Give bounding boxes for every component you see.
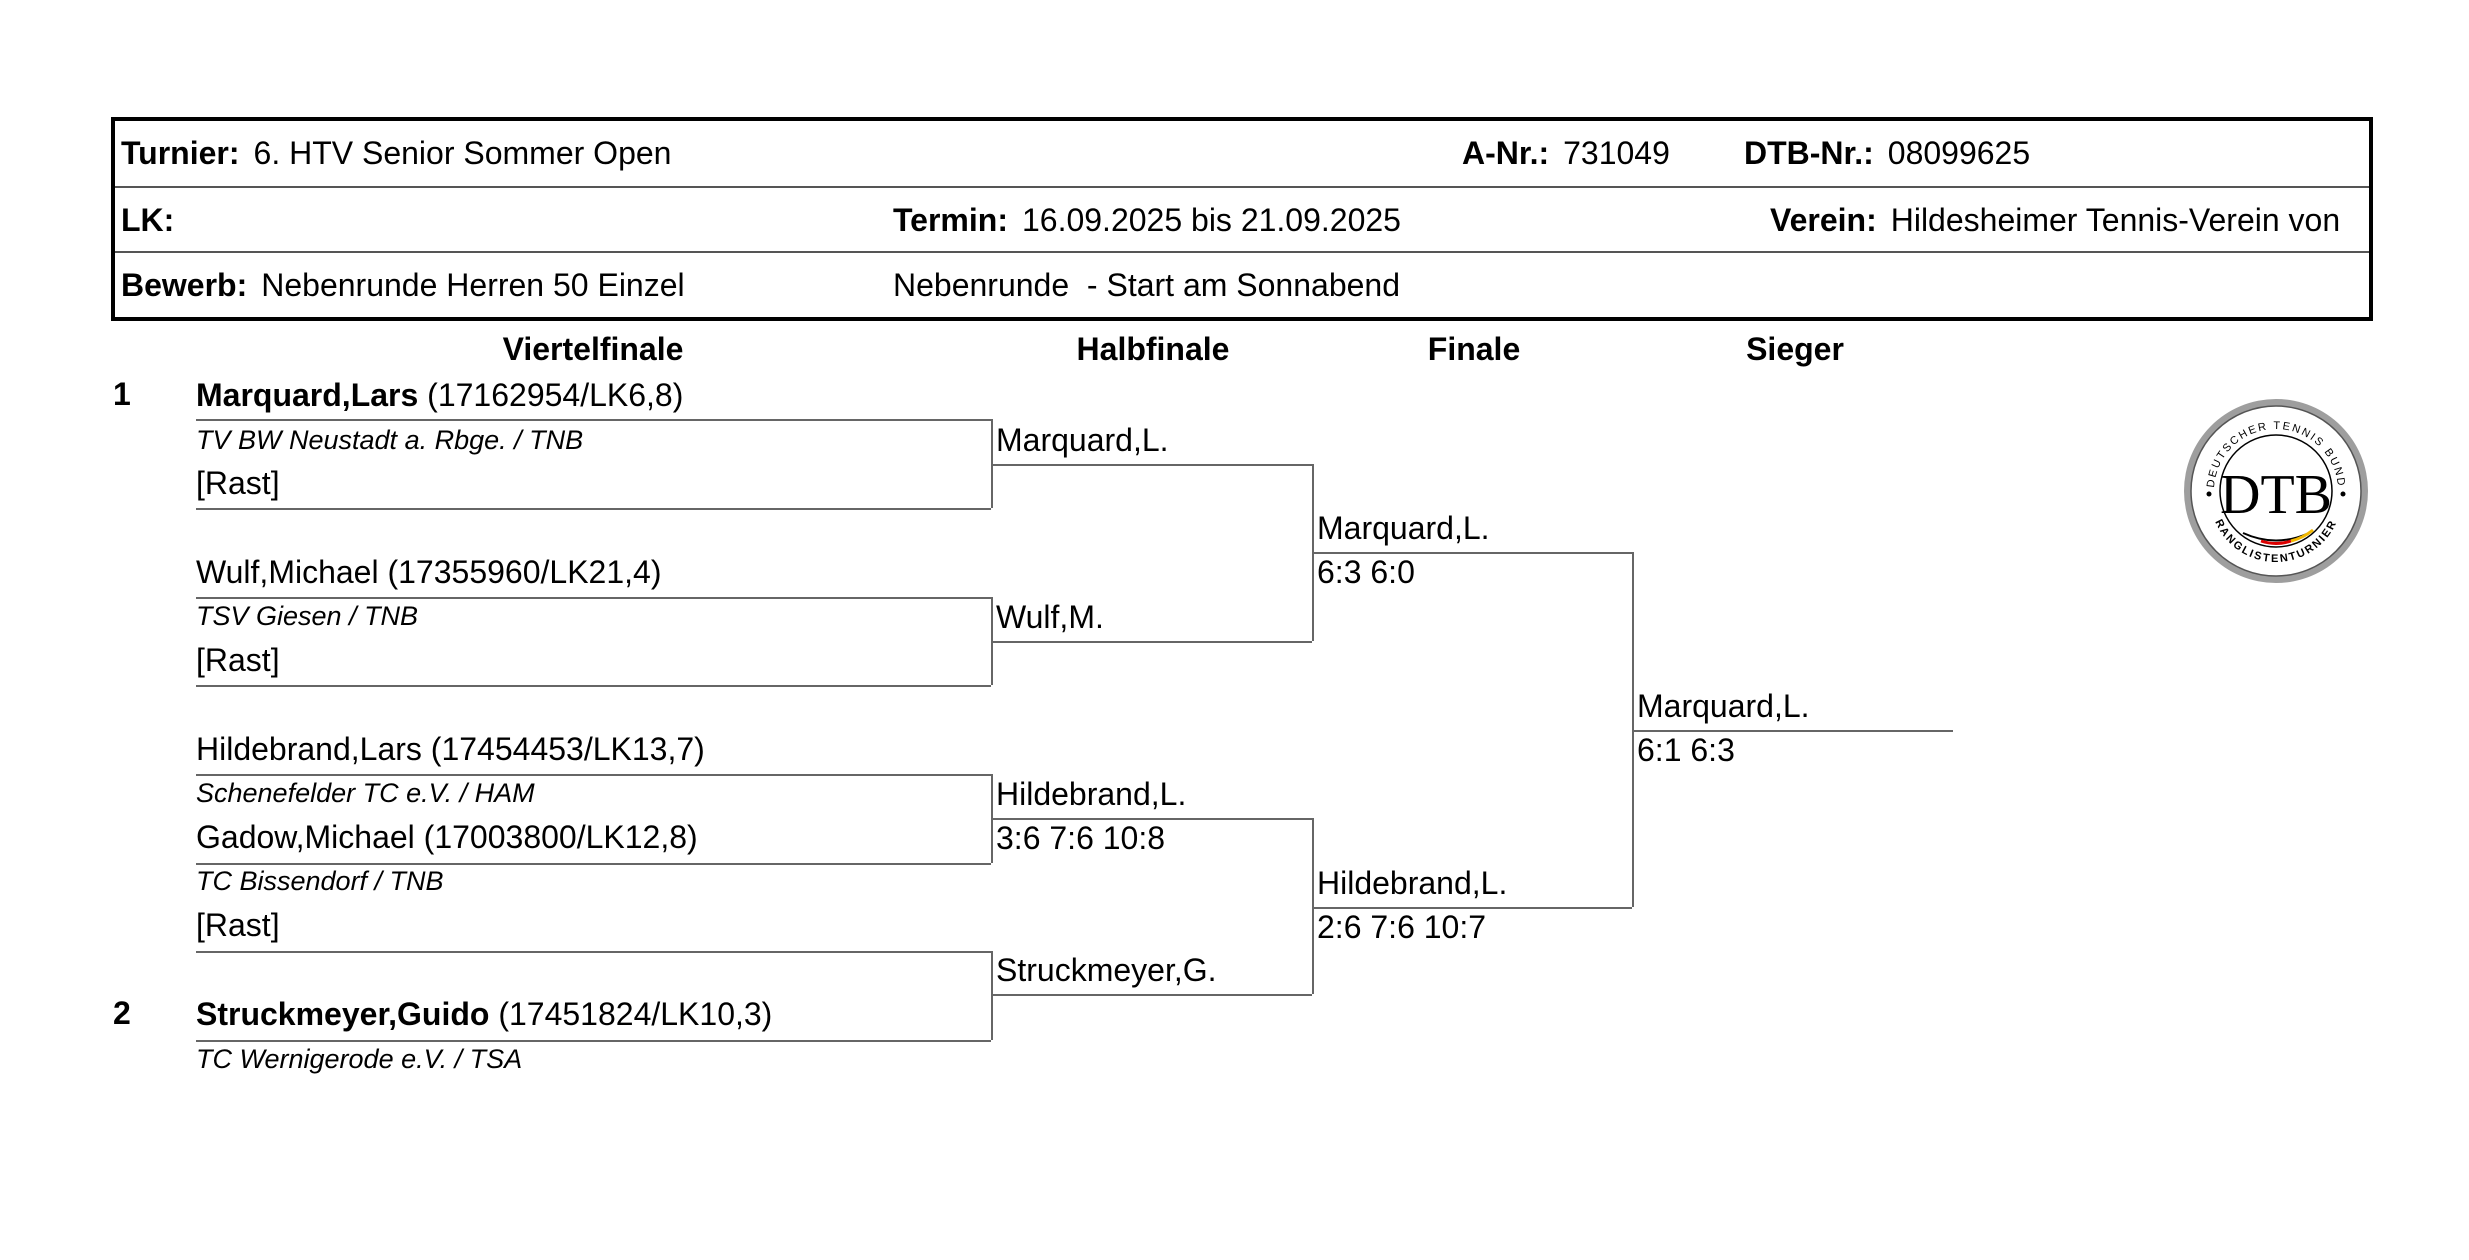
logo-monogram: DTB [2220,464,2332,526]
verein-label: Verein: [1770,202,1877,238]
logo-flag-gold [2290,528,2314,543]
termin-field: Termin: 16.09.2025 bis 21.09.2025 [893,188,1401,253]
info-row-lk: LK: Termin: 16.09.2025 bis 21.09.2025 Ver… [115,186,2369,253]
player-club: Schenefelder TC e.V. / HAM [196,778,535,808]
player-name: Struckmeyer,Guido [196,996,490,1032]
a-nr-label: A-Nr.: [1462,135,1550,171]
final-player: Marquard,L. [1317,510,1490,546]
bracket-line [196,508,991,510]
round-note: Nebenrunde - Start am Sonnabend [893,253,1400,318]
dtb-nr-label: DTB-Nr.: [1744,135,1874,171]
logo-flag-red [2260,539,2292,545]
bracket-connector [991,419,993,508]
logo-dot-right [2340,491,2346,497]
winner-score: 6:1 6:3 [1637,732,1735,768]
player-club: TC Wernigerode e.V. / TSA [196,1044,523,1074]
round-note-value: Nebenrunde - Start am Sonnabend [893,267,1400,303]
verein-value: Hildesheimer Tennis-Verein von [1890,202,2341,238]
dtb-ranglistenturnier-logo: DEUTSCHER TENNIS BUND RANGLISTENTURNIER … [2184,399,2368,583]
bracket-line [1312,552,1632,554]
draw-entry-player: Marquard,Lars (17162954/LK6,8) [196,376,683,414]
bracket-line [991,641,1312,643]
tournament-label: Turnier: [121,135,240,171]
draw-entry-player: Hildebrand,Lars (17454453/LK13,7) [196,731,705,767]
draw-entry-player: Wulf,Michael (17355960/LK21,4) [196,554,662,590]
draw-entry-player: Gadow,Michael (17003800/LK12,8) [196,819,698,855]
player-info: (17451824/LK10,3) [489,996,773,1032]
tournament-info-box: Turnier: 6. HTV Senior Sommer Open A-Nr.:… [111,117,2373,321]
seed-number: 1 [113,376,131,412]
semifinal-player: Struckmeyer,G. [996,952,1217,988]
final-score: 6:3 6:0 [1317,554,1415,590]
final-player: Hildebrand,L. [1317,865,1508,901]
termin-value: 16.09.2025 bis 21.09.2025 [1021,202,1401,238]
bracket-line [196,863,991,865]
player-name: Marquard,Lars [196,377,419,413]
winner-name: Marquard,L. [1637,688,1810,724]
round-heading-semifinal: Halbfinale [1076,331,1230,367]
info-row-bewerb: Bewerb: Nebenrunde Herren 50 Einzel Neben… [115,251,2369,318]
semifinal-player: Hildebrand,L. [996,776,1187,812]
a-nr-value: 731049 [1563,135,1670,171]
player-club: TSV Giesen / TNB [196,601,419,631]
logo-inner-disc [2190,405,2362,577]
logo-center-circle [2219,434,2333,548]
final-score: 2:6 7:6 10:7 [1317,909,1487,945]
a-nr-field: A-Nr.: 731049 [1462,121,1670,186]
semifinal-player: Wulf,M. [996,599,1104,635]
draw-entry-bye: [Rast] [196,907,280,943]
round-heading-quarterfinal: Viertelfinale [502,331,684,367]
draw-entry-player: Struckmeyer,Guido (17451824/LK10,3) [196,995,772,1033]
round-heading-winner: Sieger [1746,331,1844,367]
termin-label: Termin: [893,202,1008,238]
player-club: TC Bissendorf / TNB [196,866,444,896]
info-row-tournament: Turnier: 6. HTV Senior Sommer Open A-Nr.:… [115,121,2369,186]
bewerb-field: Bewerb: Nebenrunde Herren 50 Einzel [121,253,685,318]
draw-entry-bye: [Rast] [196,465,280,501]
lk-field: LK: [121,188,174,253]
round-heading-final: Finale [1427,331,1521,367]
bracket-line [196,1040,991,1042]
bracket-line [991,464,1312,466]
bracket-connector [1312,818,1314,994]
player-info: (17162954/LK6,8) [418,377,684,413]
dtb-nr-value: 08099625 [1887,135,2031,171]
semifinal-score: 3:6 7:6 10:8 [996,820,1166,856]
logo-dot-left [2206,491,2212,497]
bewerb-value: Nebenrunde Herren 50 Einzel [261,267,685,303]
dtb-nr-field: DTB-Nr.: 08099625 [1744,121,2030,186]
bracket-line [196,685,991,687]
lk-label: LK: [121,202,175,238]
bewerb-label: Bewerb: [121,267,248,303]
player-club: TV BW Neustadt a. Rbge. / TNB [196,425,584,455]
bracket-line [196,419,991,421]
semifinal-player: Marquard,L. [996,422,1169,458]
bracket-line [991,818,1312,820]
tournament-field: Turnier: 6. HTV Senior Sommer Open [121,121,671,186]
bracket-connector [1632,552,1634,907]
bracket-line [991,994,1312,996]
seed-number: 2 [113,995,131,1031]
bracket-line [1312,907,1632,909]
tournament-value: 6. HTV Senior Sommer Open [253,135,672,171]
bracket-line [196,597,991,599]
draw-entry-bye: [Rast] [196,642,280,678]
bracket-line [196,774,991,776]
verein-field: Verein: Hildesheimer Tennis-Verein von [1770,188,2369,253]
bracket-line [1632,730,1953,732]
bracket-line [196,951,991,953]
